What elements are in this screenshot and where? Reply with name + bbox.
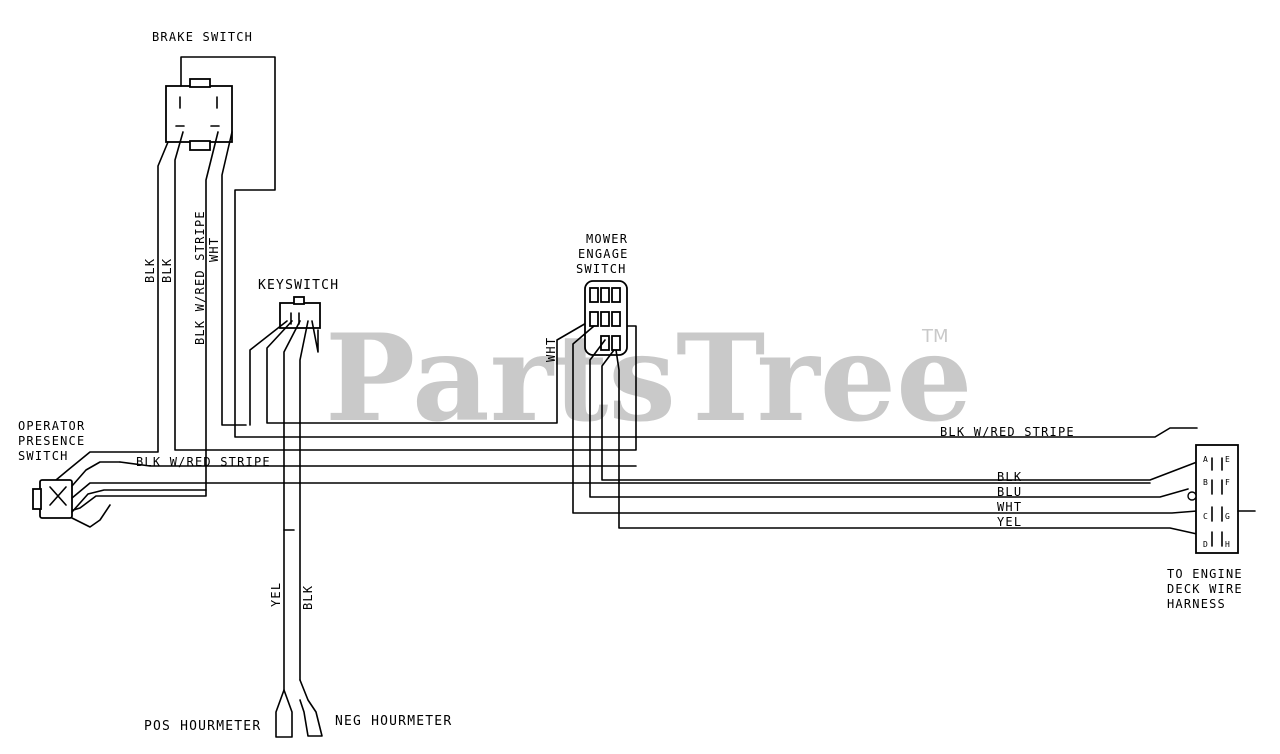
wire-label-brake-blk-1: BLK [143, 258, 157, 283]
harness-pin-c: C [1203, 512, 1209, 521]
pos-hourmeter-terminal [275, 689, 293, 738]
wire-op-blk-red [119, 461, 637, 467]
wire-label-harness-yel: YEL [997, 515, 1022, 529]
wire-mower-blk [601, 349, 1198, 481]
wire-label-brake-wht: WHT [207, 237, 221, 262]
wire-label-mower-wht: WHT [544, 337, 558, 362]
wire-op-top [71, 461, 121, 487]
neg-hourmeter-label: NEG HOURMETER [335, 714, 452, 729]
harness-pin-e: E [1225, 455, 1231, 464]
wire-label-harness-blk: BLK [997, 470, 1022, 484]
wire-key-a [249, 320, 288, 426]
keyswitch-label: KEYSWITCH [258, 278, 339, 293]
wire-key-to-mower [266, 320, 589, 424]
watermark-trademark: TM [921, 326, 949, 347]
wire-brake-loop-main [180, 56, 1198, 438]
harness-label-line-2: DECK WIRE [1167, 582, 1243, 596]
harness-pin-f: F [1225, 478, 1231, 487]
wire-op-mid [71, 482, 1151, 499]
wire-label-harness-wht: WHT [997, 500, 1022, 514]
keyswitch [279, 296, 321, 329]
harness-pin-b: B [1203, 478, 1209, 487]
mower-label-line-2: ENGAGE [578, 247, 629, 261]
harness-label-line-3: HARNESS [1167, 597, 1226, 611]
wire-label-harness-blu: BLU [997, 485, 1022, 499]
wire-mower-blu [589, 339, 1189, 498]
wire-brake-wht [221, 131, 247, 426]
wire-mower-yel [615, 349, 1198, 535]
operator-label-line-3: SWITCH [18, 449, 69, 463]
wire-key-blk [299, 320, 309, 681]
neg-hourmeter-terminal [299, 679, 323, 737]
harness-pin-a: A [1203, 455, 1209, 464]
harness-label-line-1: TO ENGINE [1167, 567, 1243, 581]
harness-pin-h: H [1225, 540, 1231, 549]
wire-mower-wht [572, 325, 1198, 514]
operator-label-line-2: PRESENCE [18, 434, 85, 448]
brake-switch-label: BRAKE SWITCH [152, 30, 253, 44]
wire-label-hour-blk: BLK [301, 585, 315, 610]
mower-label-line-3: SWITCH [576, 262, 627, 276]
wire-brake-blk-1 [55, 141, 169, 481]
brake-switch [165, 78, 233, 151]
harness-pin-d: D [1203, 540, 1209, 549]
mower-label-line-1: MOWER [586, 232, 628, 246]
wire-label-main-blk-red: BLK W/RED STRIPE [940, 425, 1075, 439]
wire-label-operator-blk-red: BLK W/RED STRIPE [136, 455, 271, 469]
operator-label-line-1: OPERATOR [18, 419, 85, 433]
wire-op-low [71, 489, 207, 513]
wire-label-brake-blk-red: BLK W/RED STRIPE [193, 210, 207, 345]
wire-brake-blk-red [59, 131, 219, 515]
wire-label-hour-yel: YEL [269, 582, 283, 607]
wire-op-hook [71, 504, 111, 528]
wire-key-yel [283, 320, 301, 531]
engine-deck-harness-connector [1187, 444, 1256, 554]
mower-engage-switch [584, 280, 628, 356]
wire-label-brake-blk-2: BLK [160, 258, 174, 283]
watermark-text: PartsTree [325, 308, 972, 449]
harness-pin-g: G [1225, 512, 1231, 521]
wire-key-b [311, 320, 319, 353]
operator-presence-switch [32, 479, 73, 519]
pos-hourmeter-label: POS HOURMETER [144, 719, 261, 734]
wire-brake-blk-2 [174, 131, 637, 451]
